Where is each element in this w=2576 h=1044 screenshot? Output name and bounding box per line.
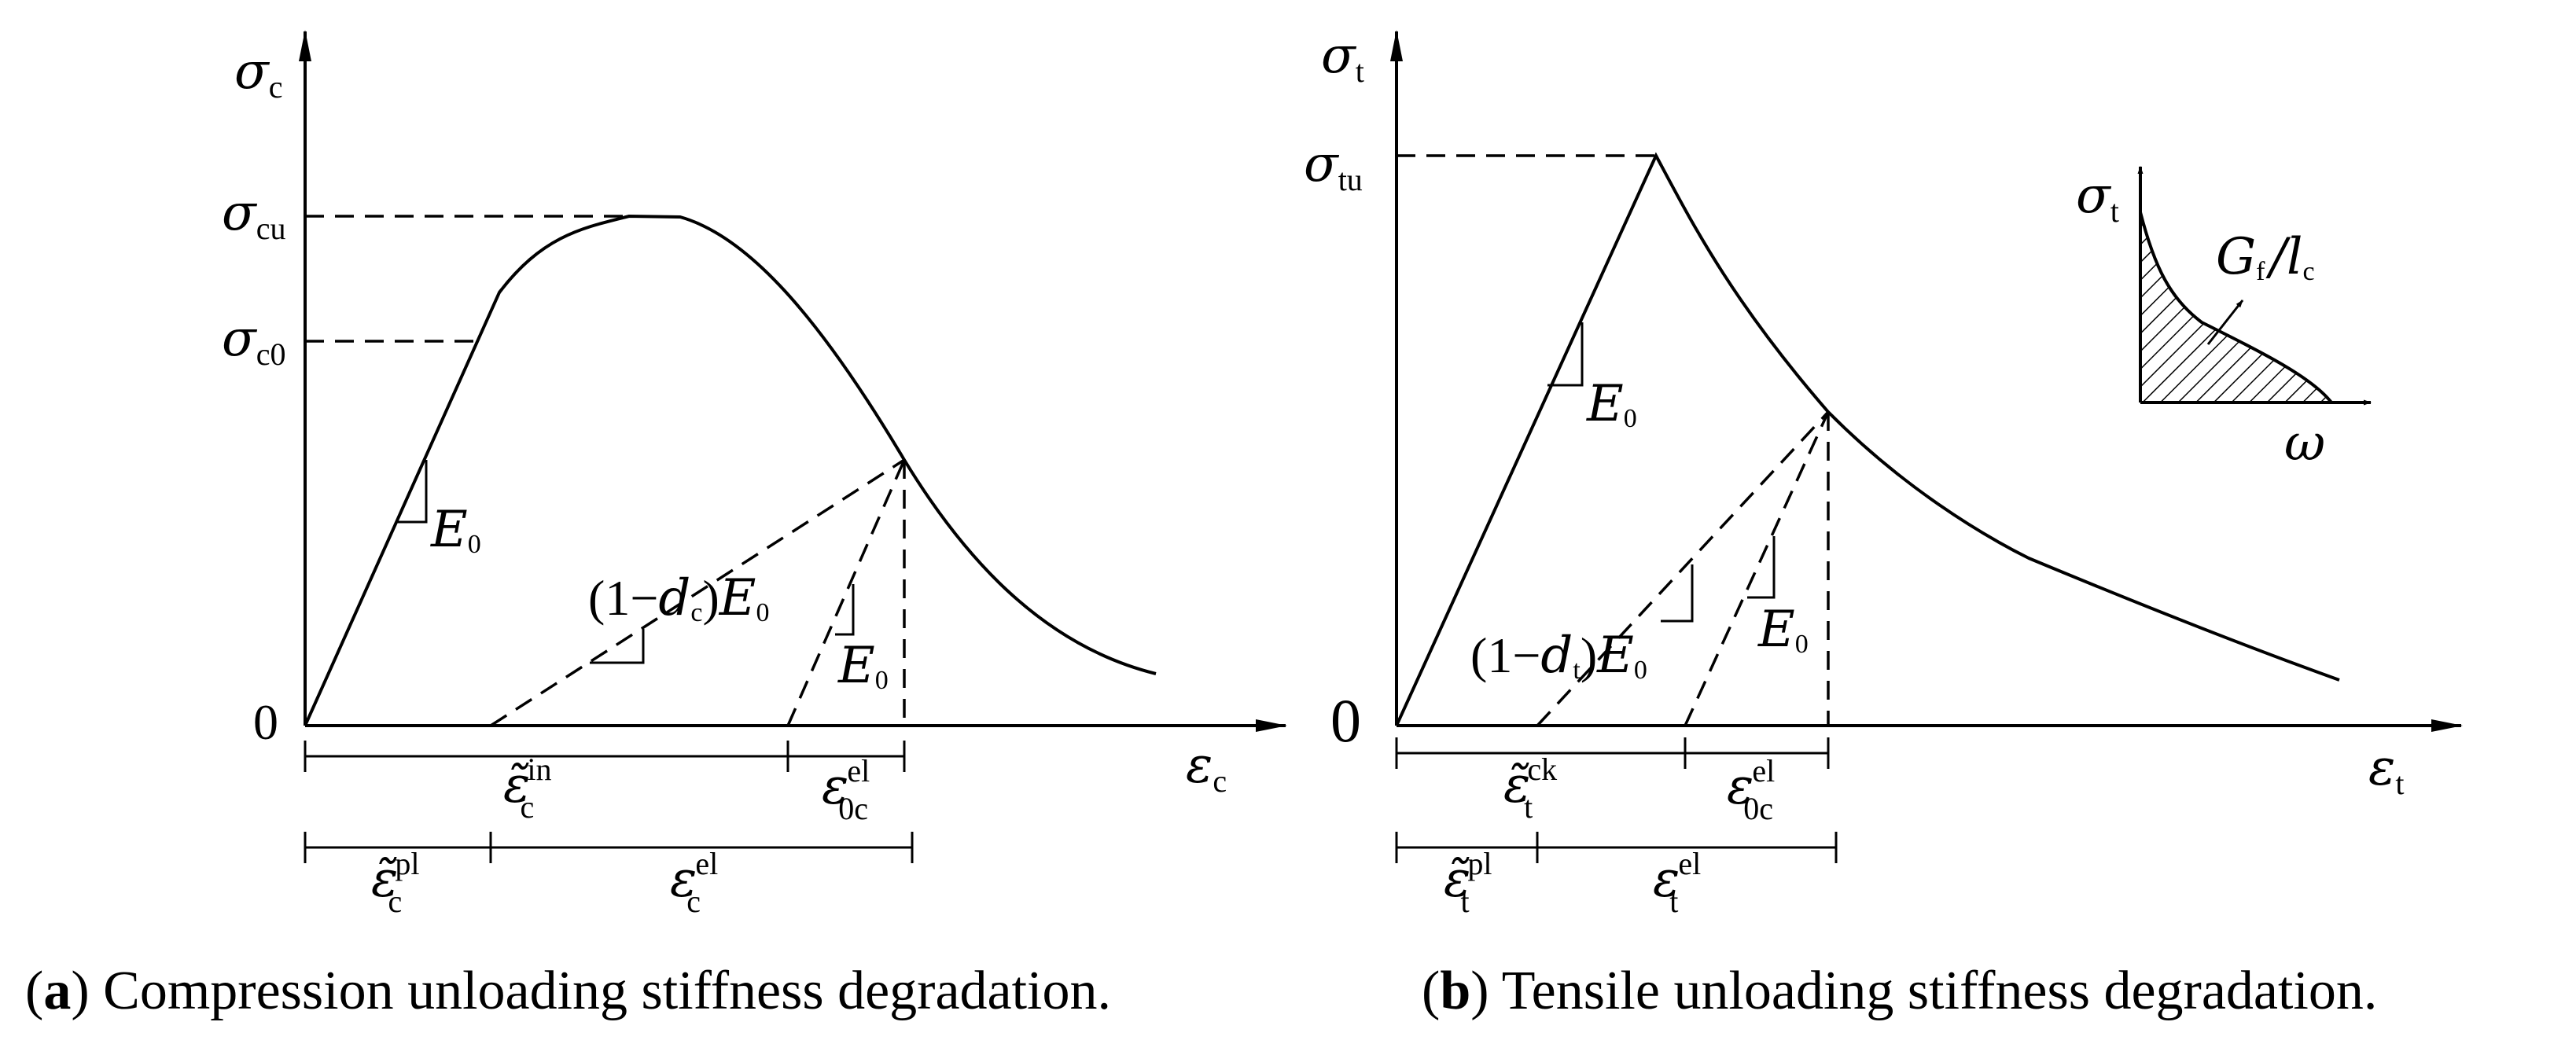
panel-b-damaged-unloading-line xyxy=(1536,410,1830,727)
svg-text:E0: E0 xyxy=(1586,375,1637,433)
panel-a-caption: (a) Compression unloading stiffness degr… xyxy=(25,961,1111,1021)
panel-a-origin-label: 0 xyxy=(253,694,278,750)
panel-a-unload-modulus-label: E xyxy=(837,637,875,695)
inset-x-label: ω xyxy=(2284,414,2325,472)
panel-b-peak-stress-label: σ xyxy=(1304,135,1340,193)
panel-b-origin-label: 0 xyxy=(1330,686,1361,755)
panel-a-damaged-modulus-label: (1−dc)E0 xyxy=(588,569,770,627)
panel-a-elastic-unloading-line xyxy=(786,459,906,726)
panel-b-damaged-modulus-label: (1−dt)E0 xyxy=(1470,627,1647,685)
inset-fracture-energy-label: Gf/lc xyxy=(2216,228,2315,286)
svg-text:σc0: σc0 xyxy=(222,310,285,372)
panel-b-slope-triangle-damaged xyxy=(1661,564,1694,623)
inset-y-label: σ xyxy=(2076,167,2112,225)
inset-pointer-arrow xyxy=(2206,300,2244,345)
svg-text:σcu: σcu xyxy=(222,184,285,246)
inset-hatched-area xyxy=(2140,212,2331,403)
svg-text:σc: σc xyxy=(234,42,282,105)
panel-b-fracture-energy-inset: σt Gf/lc ω xyxy=(2076,166,2372,472)
panel-b-y-axis-label: σ xyxy=(1321,27,1357,85)
panel-b-unload-modulus-label: E xyxy=(1757,601,1795,659)
panel-b-tension-curve xyxy=(1395,152,2340,726)
panel-a-compression-curve xyxy=(304,214,1157,726)
panel-b-x-axis-label: ε xyxy=(2368,739,2395,797)
svg-text:σt: σt xyxy=(1321,27,1364,89)
svg-text:E0: E0 xyxy=(430,501,481,559)
svg-text:σt: σt xyxy=(2076,167,2119,229)
panel-b-slope-triangle-e0 xyxy=(1547,322,1584,387)
panel-a-modulus-label: E xyxy=(430,501,468,559)
panel-a-slope-triangle-e0 xyxy=(397,460,428,524)
svg-text:E0: E0 xyxy=(837,637,889,695)
panel-b-modulus-label: E xyxy=(1586,375,1624,433)
panel-b-elastic-unloading-line xyxy=(1684,411,1830,726)
panel-a-peak-stress-label: σ xyxy=(222,184,258,242)
panel-a-damaged-unloading-line xyxy=(490,458,905,727)
svg-text:σtu: σtu xyxy=(1304,135,1363,197)
panel-b-caption: (b) Tensile unloading stiffness degradat… xyxy=(1422,961,2377,1021)
panel-a-slope-triangle-damaged xyxy=(590,629,645,664)
svg-text:εt: εt xyxy=(2368,739,2404,801)
panel-a-initial-stress-label: σ xyxy=(222,310,258,368)
panel-b-slope-triangle-unload xyxy=(1747,536,1776,599)
panel-a-x-axis-label: ε xyxy=(1186,737,1213,795)
panel-a-slope-triangle-unload xyxy=(835,584,855,636)
svg-text:εc: εc xyxy=(1186,737,1227,799)
svg-text:E0: E0 xyxy=(1757,601,1809,659)
inset-softening-curve xyxy=(2139,211,2333,404)
panel-a-y-axis-label: σ xyxy=(234,42,270,101)
